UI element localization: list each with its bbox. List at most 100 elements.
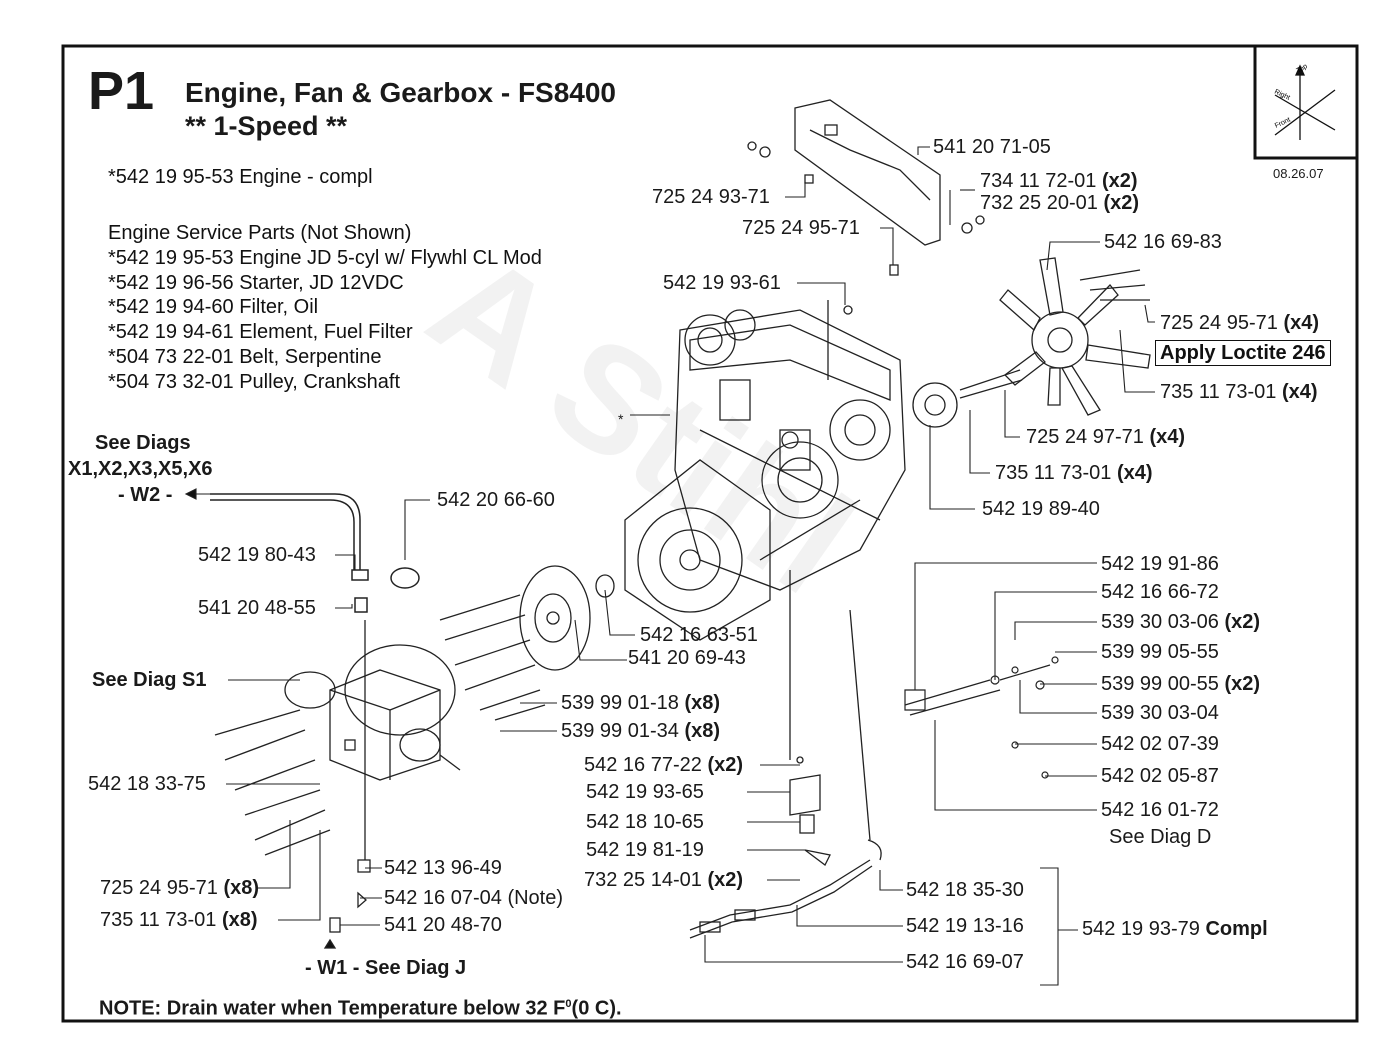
leader-lines bbox=[184, 146, 1155, 986]
part-label: 725 24 95-71 bbox=[742, 217, 860, 239]
part-label: 735 11 73-01 (x4) bbox=[995, 462, 1153, 484]
part-number: 539 99 00-55 bbox=[1101, 673, 1219, 695]
part-label: 725 24 95-71 (x8) bbox=[100, 877, 259, 899]
part-number: 539 30 03-06 bbox=[1101, 611, 1219, 633]
part-number: 539 99 01-34 bbox=[561, 720, 679, 742]
service-part-item: *542 19 95-53 Engine JD 5-cyl w/ Flywhl … bbox=[108, 247, 542, 269]
service-part-item: *504 73 32-01 Pulley, Crankshaft bbox=[108, 371, 401, 393]
drain-note-degree: 0 bbox=[565, 998, 572, 1010]
part-number: 542 16 77-22 bbox=[584, 754, 702, 776]
part-label: 734 11 72-01 (x2) bbox=[980, 170, 1138, 192]
part-qty: (x4) bbox=[1149, 426, 1186, 448]
part-label: 542 16 01-72 bbox=[1101, 799, 1219, 821]
part-label: 539 30 03-06 (x2) bbox=[1101, 611, 1260, 633]
part-label: 542 19 91-86 bbox=[1101, 553, 1219, 575]
asterisk-marker: * bbox=[618, 411, 624, 427]
part-label: 539 99 01-34 (x8) bbox=[561, 720, 720, 742]
part-qty: (x2) bbox=[707, 869, 744, 891]
part-number: 732 25 14-01 bbox=[584, 869, 702, 891]
part-number: 539 99 01-18 bbox=[561, 692, 679, 714]
coolant-hose bbox=[210, 493, 420, 613]
part-label: 542 19 13-16 bbox=[906, 915, 1024, 937]
part-label: 542 18 10-65 bbox=[586, 811, 704, 833]
part-label: 542 18 33-75 bbox=[88, 773, 206, 795]
page-code: P1 bbox=[88, 61, 155, 121]
flywheel bbox=[439, 565, 615, 721]
part-qty: (x4) bbox=[1283, 312, 1320, 334]
part-label: 732 25 14-01 (x2) bbox=[584, 869, 743, 891]
part-label: 542 18 35-30 bbox=[906, 879, 1024, 901]
see-diag-d-ref: See Diag D bbox=[1109, 826, 1212, 848]
part-qty: (x8) bbox=[221, 909, 258, 931]
axis-top-label: Top bbox=[1296, 63, 1309, 75]
part-label: 542 16 69-83 bbox=[1104, 231, 1222, 253]
part-number: 725 24 95-71 bbox=[100, 877, 218, 899]
part-label: 541 20 48-55 bbox=[198, 597, 316, 619]
part-label: 539 99 00-55 (x2) bbox=[1101, 673, 1260, 695]
throttle-linkage bbox=[904, 656, 1059, 779]
part-label: 542 02 07-39 bbox=[1101, 733, 1219, 755]
see-diag-s1-ref: See Diag S1 bbox=[92, 669, 207, 691]
part-qty: (x8) bbox=[684, 692, 721, 714]
part-qty: (x2) bbox=[1224, 611, 1261, 633]
part-label: 541 20 71-05 bbox=[933, 136, 1051, 158]
part-number: 542 19 93-79 bbox=[1082, 918, 1200, 940]
see-diags-ref: See Diags bbox=[95, 432, 191, 454]
see-diags-list: X1,X2,X3,X5,X6 bbox=[68, 458, 213, 480]
part-label: 542 16 66-72 bbox=[1101, 581, 1219, 603]
service-part-item: *542 19 94-60 Filter, Oil bbox=[108, 296, 319, 318]
part-label: 539 99 01-18 (x8) bbox=[561, 692, 720, 714]
service-part-item: *504 73 22-01 Belt, Serpentine bbox=[108, 346, 382, 368]
page-subtitle: ** 1-Speed ** bbox=[185, 111, 348, 141]
part-number: 734 11 72-01 bbox=[980, 170, 1097, 192]
part-number: 735 11 73-01 bbox=[995, 462, 1112, 484]
part-label: 542 19 93-79 Compl bbox=[1082, 918, 1268, 940]
orientation-box: Top Right Front bbox=[1253, 44, 1359, 160]
part-label: 542 02 05-87 bbox=[1101, 765, 1219, 787]
part-qty: (x8) bbox=[223, 877, 260, 899]
part-label: 732 25 20-01 (x2) bbox=[980, 192, 1139, 214]
service-parts-heading: Engine Service Parts (Not Shown) bbox=[108, 222, 412, 244]
part-label: 542 19 81-19 bbox=[586, 839, 704, 861]
drain-note-text: NOTE: Drain water when Temperature below… bbox=[99, 997, 566, 1020]
compl-label: Compl bbox=[1205, 918, 1268, 940]
part-label: 542 19 93-65 bbox=[586, 781, 704, 803]
drain-valve bbox=[323, 620, 371, 949]
part-label: 541 20 48-70 bbox=[384, 914, 502, 936]
part-qty: (x2) bbox=[1224, 673, 1261, 695]
engine-compl-note: *542 19 95-53 Engine - compl bbox=[108, 166, 373, 188]
top-bracket bbox=[747, 99, 985, 276]
part-number: 725 24 95-71 bbox=[1160, 312, 1278, 334]
part-qty: (x4) bbox=[1116, 462, 1153, 484]
part-label: 542 19 80-43 bbox=[198, 544, 316, 566]
service-part-item: *542 19 96-56 Starter, JD 12VDC bbox=[108, 272, 404, 294]
part-number: 725 24 97-71 bbox=[1026, 426, 1144, 448]
part-qty: (x2) bbox=[1101, 170, 1138, 192]
part-label: 735 11 73-01 (x8) bbox=[100, 909, 258, 931]
orientation-axes-icon bbox=[1274, 64, 1336, 140]
service-part-item: *542 19 94-61 Element, Fuel Filter bbox=[108, 321, 413, 343]
page-frame bbox=[61, 44, 1359, 1023]
part-label: 541 20 69-43 bbox=[628, 647, 746, 669]
drain-note-end: (0 C). bbox=[571, 997, 622, 1020]
part-qty: (x2) bbox=[707, 754, 744, 776]
part-label: 542 16 63-51 bbox=[640, 624, 758, 646]
part-label: 539 99 05-55 bbox=[1101, 641, 1219, 663]
part-label: 725 24 97-71 (x4) bbox=[1026, 426, 1185, 448]
part-label: 735 11 73-01 (x4) bbox=[1160, 381, 1318, 403]
cooling-fan bbox=[912, 257, 1151, 428]
loctite-callout: Apply Loctite 246 bbox=[1155, 340, 1331, 366]
part-label: 542 20 66-60 bbox=[437, 489, 555, 511]
engine-block bbox=[624, 300, 906, 641]
part-label: 542 13 96-49 bbox=[384, 857, 502, 879]
axis-front-label: Front bbox=[1274, 117, 1292, 130]
w2-ref: - W2 - bbox=[118, 484, 173, 506]
part-number: 735 11 73-01 bbox=[100, 909, 217, 931]
part-label: 539 30 03-04 bbox=[1101, 702, 1219, 724]
part-qty: (x4) bbox=[1281, 381, 1318, 403]
part-qty: (x2) bbox=[1103, 192, 1140, 214]
part-number: 735 11 73-01 bbox=[1160, 381, 1277, 403]
watermark: A Stihl bbox=[402, 219, 883, 626]
sensor-harness bbox=[689, 570, 882, 939]
part-label: 725 24 95-71 (x4) bbox=[1160, 312, 1319, 334]
